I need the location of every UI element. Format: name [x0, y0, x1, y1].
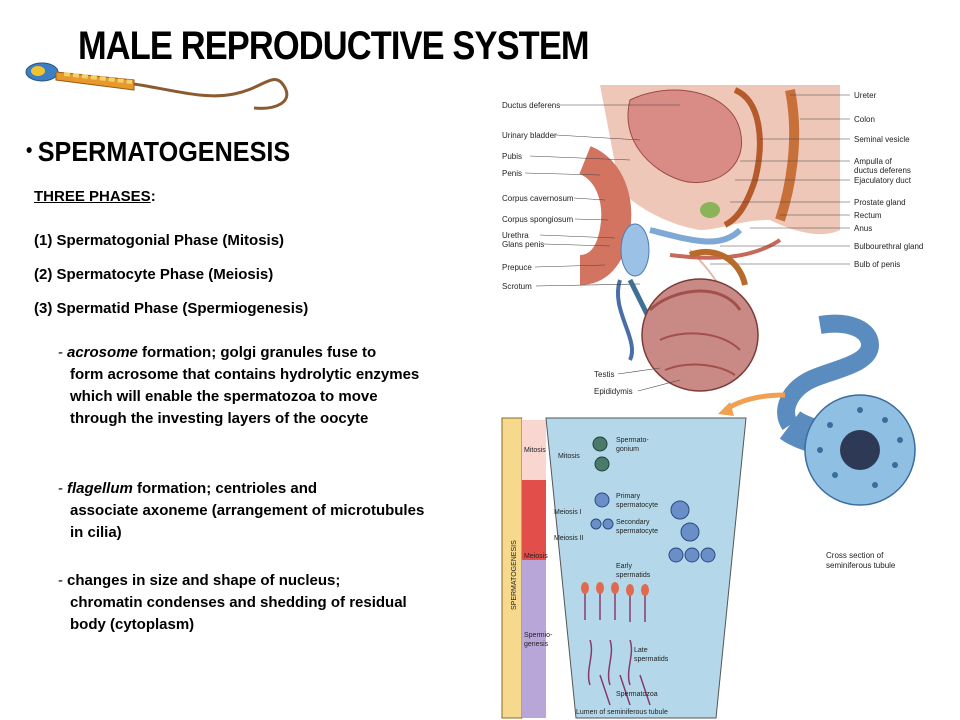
cell-label: Mitosis	[558, 453, 580, 460]
anatomy-label: Testis	[594, 370, 614, 379]
stage-label: Meiosis	[524, 553, 548, 560]
cell-label: Meiosis II	[554, 535, 584, 542]
dash: -	[58, 344, 63, 361]
cell-label: spermatocyte	[616, 528, 658, 535]
anatomy-label: Ureter	[854, 91, 877, 100]
stage-label: SPERMATOGENESIS	[511, 540, 518, 610]
pelvis-illustration	[578, 85, 840, 361]
detail-term: flagellum	[67, 480, 133, 497]
phases-label-colon: :	[150, 188, 156, 205]
anatomy-label: Prepuce	[502, 263, 532, 272]
cell-label: spermatids	[634, 656, 669, 663]
detail-term: acrosome	[67, 344, 138, 361]
anatomy-label: Colon	[854, 115, 875, 124]
anatomy-label: Seminal vesicle	[854, 135, 910, 144]
anatomy-label: Ejaculatory duct	[854, 176, 912, 185]
tubule-wedge-diagram: SPERMATOGENESIS Mitosis Meiosis Spermio-…	[501, 417, 747, 719]
testis-illustration: Testis Epididymis	[594, 248, 759, 396]
anatomy-label: Corpus cavernosum	[502, 194, 574, 203]
anatomy-left-labels: Ductus deferens Urinary bladder Pubis Pe…	[502, 101, 680, 291]
cell-label: Spermato-	[616, 437, 649, 444]
cell-label: Spermatozoa	[616, 691, 658, 698]
slide-title: MALE REPRODUCTIVE SYSTEM	[78, 24, 590, 68]
phases-label-text: THREE PHASES	[34, 188, 151, 205]
anatomy-label: Penis	[502, 169, 522, 178]
dash: -	[58, 480, 63, 497]
detail-body: associate axoneme (arrangement of microt…	[70, 502, 425, 541]
anatomy-label: Urinary bladder	[502, 131, 557, 140]
anatomy-label: Cross section of	[826, 551, 884, 560]
section-heading: •SPERMATOGENESIS	[26, 136, 290, 168]
stage-label: Mitosis	[524, 447, 546, 454]
anatomy-figure: Ductus deferens Urinary bladder Pubis Pe…	[501, 85, 923, 719]
phase-item: (3) Spermatid Phase (Spermiogenesis)	[34, 300, 309, 317]
cell-label: spermatids	[616, 572, 651, 579]
bullet-icon: •	[26, 140, 33, 162]
anatomy-label: Scrotum	[502, 282, 532, 291]
detail-item-flagellum: -flagellum formation; centrioles and ass…	[58, 478, 438, 544]
cell-label: Primary	[616, 493, 641, 500]
tubule-illustration: Cross section of seminiferous tubule	[718, 314, 916, 570]
arrow-icon	[718, 402, 734, 416]
detail-body: chromatin condenses and shedding of resi…	[70, 594, 407, 633]
phases-label: THREE PHASES:	[34, 188, 156, 205]
detail-item-acrosome: -acrosome formation; golgi granules fuse…	[58, 342, 438, 430]
detail-body: form acrosome that contains hydrolytic e…	[70, 366, 420, 427]
anatomy-label: Rectum	[854, 211, 882, 220]
detail-first-line: formation; golgi granules fuse to	[137, 344, 377, 361]
cell-label: Early	[616, 563, 632, 570]
anatomy-label: Epididymis	[594, 387, 633, 396]
anatomy-label: Prostate gland	[854, 198, 906, 207]
phase-item: (2) Spermatocyte Phase (Meiosis)	[34, 266, 274, 283]
stage-label: Spermio-	[524, 632, 553, 639]
anatomy-label: Glans penis	[502, 240, 544, 249]
anatomy-label: Urethra	[502, 231, 529, 240]
cell-label: Late	[634, 647, 648, 654]
anatomy-label: Pubis	[502, 152, 522, 161]
detail-first-line: changes in size and shape of nucleus;	[67, 572, 341, 589]
heading-text: SPERMATOGENESIS	[37, 136, 291, 167]
anatomy-label: Bulb of penis	[854, 260, 900, 269]
stage-label: genesis	[524, 641, 549, 648]
anatomy-label: Ampulla of	[854, 157, 893, 166]
phase-item: (1) Spermatogonial Phase (Mitosis)	[34, 232, 285, 249]
cell-label: Secondary	[616, 519, 650, 526]
lumen-label: Lumen of seminiferous tubule	[576, 709, 668, 716]
cell-label: gonium	[616, 446, 639, 453]
anatomy-label: Corpus spongiosum	[502, 215, 573, 224]
detail-item-nucleus: -changes in size and shape of nucleus; c…	[58, 570, 438, 636]
cell-label: Meiosis I	[554, 509, 582, 516]
detail-first-line: formation; centrioles and	[132, 480, 318, 497]
anatomy-label: Bulbourethral gland	[854, 242, 923, 251]
anatomy-right-labels: Ureter Colon Seminal vesicle Ampulla of …	[710, 91, 923, 269]
cell-label: spermatocyte	[616, 502, 658, 509]
sperm-icon	[25, 62, 289, 110]
anatomy-label: Anus	[854, 224, 872, 233]
anatomy-label: seminiferous tubule	[826, 561, 896, 570]
anatomy-label: ductus deferens	[854, 166, 911, 175]
anatomy-label: Ductus deferens	[502, 101, 560, 110]
dash: -	[58, 572, 63, 589]
